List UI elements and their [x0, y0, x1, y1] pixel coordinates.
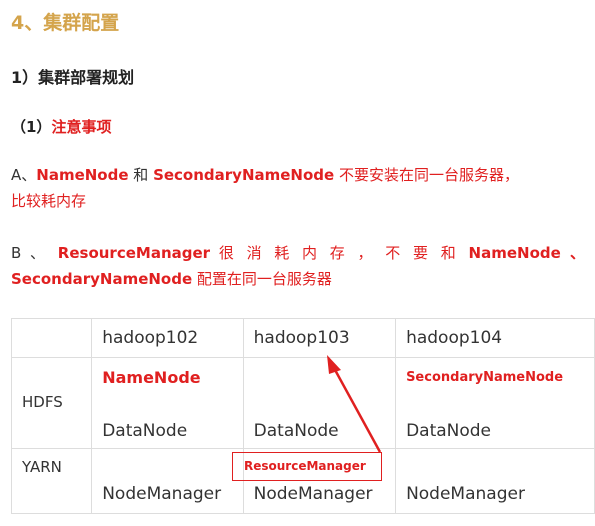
yarn-hadoop102-cell: NodeManager	[91, 448, 244, 514]
note-a: A、NameNode 和 SecondaryNameNode 不要安装在同一台服…	[11, 162, 585, 214]
yarn-label: YARN	[22, 458, 62, 476]
hdfs-namenode: NameNode	[102, 368, 201, 387]
note-b-line1: B 、 ResourceManager 很 消 耗 内 存 ， 不 要 和 Na…	[11, 240, 585, 266]
yarn-nodemanager-104: NodeManager	[406, 484, 525, 504]
note-b: B 、 ResourceManager 很 消 耗 内 存 ， 不 要 和 Na…	[11, 240, 585, 292]
note-b-secondary-namenode: SecondaryNameNode	[11, 270, 193, 288]
note-a-secondary-namenode: SecondaryNameNode	[153, 166, 335, 184]
note-a-and: 和	[128, 166, 154, 184]
header-cell-hadoop104: hadoop104	[395, 318, 595, 358]
note-b-line2: SecondaryNameNode 配置在同一台服务器	[11, 266, 585, 292]
hdfs-datanode-102: DataNode	[102, 421, 188, 441]
note-b-mid: 很 消 耗 内 存 ， 不 要 和	[210, 244, 469, 262]
cluster-plan-table: hadoop102 hadoop103 hadoop104 HDFS NameN…	[10, 318, 595, 514]
notes-heading-prefix: （1）	[11, 118, 52, 136]
yarn-resourcemanager: ResourceManager	[244, 459, 366, 473]
note-b-prefix: B 、	[11, 244, 58, 262]
hdfs-label-cell: HDFS	[10, 357, 93, 449]
table-header-row: hadoop102 hadoop103 hadoop104	[10, 318, 595, 358]
notes-heading-text: 注意事项	[51, 118, 112, 136]
table-row-yarn: YARN NodeManager NodeManager NodeManager	[10, 448, 595, 514]
header-hadoop102: hadoop102	[102, 328, 199, 348]
yarn-hadoop104-cell: NodeManager	[395, 448, 595, 514]
yarn-label-cell: YARN	[10, 448, 93, 514]
subsection-heading: 1）集群部署规划	[11, 68, 135, 87]
notes-heading: （1）注意事项	[11, 116, 111, 137]
yarn-nodemanager-103: NodeManager	[253, 484, 373, 504]
section-heading: 4、集群配置	[11, 12, 120, 34]
hdfs-secondary-namenode: SecondaryNameNode	[406, 370, 564, 385]
yarn-nodemanager-102: NodeManager	[102, 484, 222, 504]
yarn-hadoop103-cell: NodeManager	[242, 448, 397, 514]
note-a-text2: 比较耗内存	[11, 192, 87, 210]
header-hadoop103: hadoop103	[253, 328, 350, 348]
hdfs-hadoop104-cell: SecondaryNameNode DataNode	[395, 357, 595, 449]
header-hadoop104: hadoop104	[406, 328, 503, 348]
table-row-hdfs: HDFS NameNode DataNode DataNode Secondar…	[10, 357, 595, 449]
note-a-namenode: NameNode	[36, 166, 129, 184]
hdfs-hadoop102-cell: NameNode DataNode	[91, 357, 244, 449]
note-b-sep: 、	[560, 244, 585, 262]
note-a-text1: 不要安装在同一台服务器，	[334, 166, 519, 184]
hdfs-datanode-103: DataNode	[253, 421, 339, 441]
resourcemanager-highlight-box	[232, 452, 382, 481]
hdfs-datanode-104: DataNode	[406, 421, 492, 441]
header-cell-hadoop103: hadoop103	[242, 318, 397, 358]
hdfs-label: HDFS	[22, 393, 63, 411]
note-a-prefix: A、	[11, 166, 37, 184]
note-b-resourcemanager: ResourceManager	[57, 244, 211, 262]
note-b-rest: 配置在同一台服务器	[192, 270, 332, 288]
note-b-namenode: NameNode	[468, 244, 561, 262]
